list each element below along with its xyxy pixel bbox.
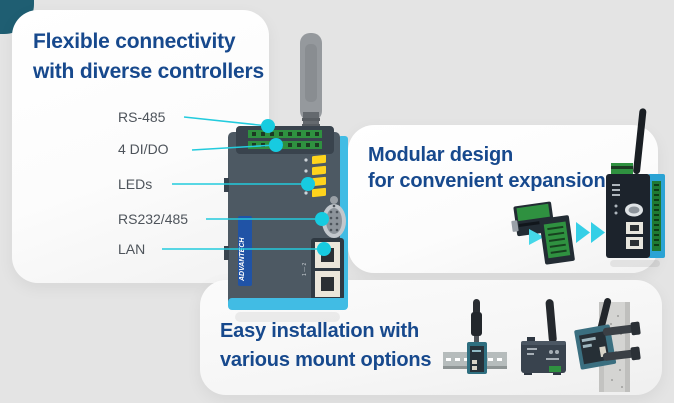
svg-text:1 — 2: 1 — 2: [302, 262, 308, 276]
modular-title-line1: Modular design: [368, 144, 513, 166]
port-label-leds: LEDs: [118, 176, 153, 192]
callout-dot-dido: [269, 138, 283, 152]
installation-title-line1: Easy installation with: [220, 320, 419, 342]
installation-title-line2: various mount options: [220, 349, 432, 371]
connectivity-title: Flexible connectivity with diverse contr…: [33, 27, 264, 87]
callout-dot-lan: [317, 242, 331, 256]
callout-dot-leds: [301, 177, 315, 191]
modular-title: Modular design for convenient expansion: [368, 142, 606, 194]
installation-card: Easy installation with various mount opt…: [200, 280, 662, 395]
connectivity-title-line1: Flexible connectivity: [33, 30, 236, 53]
callout-dots: [261, 119, 331, 256]
port-label-dido: 4 DI/DO: [118, 141, 169, 157]
antenna-icon: [300, 33, 322, 150]
port-label-rs485: RS-485: [118, 109, 166, 125]
installation-title: Easy installation with various mount opt…: [220, 317, 432, 375]
port-label-rs232: RS232/485: [118, 211, 189, 227]
modular-card: Modular design for convenient expansion: [348, 125, 658, 273]
serial-port: [322, 196, 346, 246]
callout-dot-rs232: [315, 212, 329, 226]
led-indicators: [304, 154, 326, 198]
connectivity-title-line2: with diverse controllers: [33, 60, 264, 83]
port-label-lan: LAN: [118, 241, 146, 257]
modular-title-line2: for convenient expansion: [368, 170, 606, 192]
